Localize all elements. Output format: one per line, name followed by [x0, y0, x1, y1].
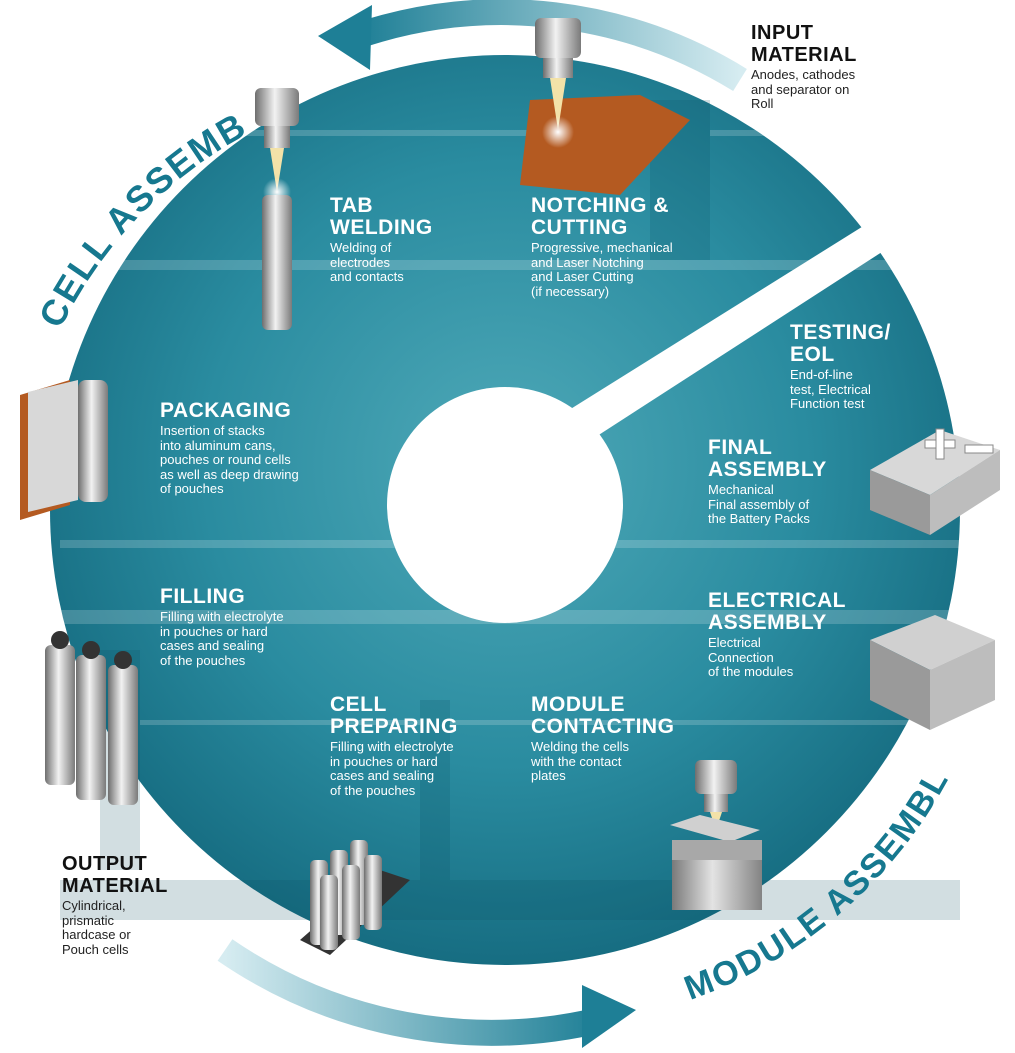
packaging-desc-line-1: Insertion of stacks [160, 423, 265, 438]
output-desc-line-2: prismatic [62, 912, 115, 928]
filling-desc-line-2: in pouches or hard [160, 623, 268, 639]
electrical-assembly-desc-line-1: Electrical [708, 635, 761, 650]
electrical-assembly-title-line-2: ASSEMBLY [708, 611, 827, 634]
filling-desc-line-1: Filling with electrolyte [160, 609, 284, 624]
tab-welding-desc-line-1: Welding of [330, 240, 392, 255]
module-contacting-desc-line-3: plates [531, 768, 566, 783]
tab-welding-desc-line-3: and contacts [330, 269, 404, 284]
module-contacting-title-line-1: MODULE [531, 693, 625, 716]
input-desc-line-3: Roll [751, 96, 774, 111]
notching-desc-line-2: and Laser Notching [531, 254, 644, 270]
electrical-module-illustration [870, 615, 995, 730]
packaging-title: PACKAGING [160, 399, 292, 422]
tab-welding-title-line-2: WELDING [330, 216, 433, 239]
output-desc-line-1: Cylindrical, [62, 898, 126, 913]
packaging-illustration [20, 380, 108, 520]
bottom-arrow-head [582, 985, 636, 1048]
notching-desc-line-4: (if necessary) [531, 283, 610, 299]
filling-desc-line-4: of the pouches [160, 652, 246, 668]
tab-welding-title-line-1: TAB [330, 194, 374, 217]
notching-title-line-2: CUTTING [531, 216, 628, 239]
cell-preparing-illustration [300, 840, 410, 955]
packaging-desc-line-5: of pouches [160, 481, 224, 496]
output-title-line-2: MATERIAL [62, 875, 168, 897]
notching-desc-line-1: Progressive, mechanical [531, 240, 673, 255]
tab-welding-desc-line-2: electrodes [330, 254, 390, 270]
cell-preparing-desc-line-1: Filling with electrolyte [330, 739, 454, 754]
filling-title: FILLING [160, 585, 246, 608]
input-desc-line-2: and separator on [751, 81, 850, 97]
testing-title-line-2: EOL [790, 343, 835, 366]
output-desc-line-3: hardcase or [62, 927, 131, 942]
electrical-assembly-desc-line-2: Connection [708, 649, 774, 665]
testing-desc-line-1: End-of-line [790, 367, 853, 382]
module-contacting-desc-line-2: with the contact [531, 753, 622, 769]
bottom-flow-arrow [217, 939, 604, 1046]
final-assembly-desc-line-2: Final assembly of [708, 496, 810, 512]
output-desc-line-4: Pouch cells [62, 941, 129, 957]
filling-desc-line-3: cases and sealing [160, 638, 265, 653]
input-title-line-1: INPUT [751, 22, 814, 44]
electrical-assembly-title-line-1: ELECTRICAL [708, 589, 846, 612]
testing-desc-line-3: Function test [790, 396, 865, 411]
top-flow-arrow [355, 0, 747, 92]
output-title-line-1: OUTPUT [62, 853, 148, 875]
electrical-assembly-desc-line-3: of the modules [708, 664, 794, 679]
packaging-desc-line-3: pouches or round cells [160, 452, 291, 467]
packaging-desc-line-4: as well as deep drawing [160, 466, 299, 482]
cell-preparing-desc-line-4: of the pouches [330, 782, 416, 798]
tab-welding-illustration [255, 88, 299, 330]
input-desc-line-1: Anodes, cathodes [751, 67, 856, 82]
cell-preparing-title-line-1: CELL [330, 693, 387, 716]
step-notching-cutting: NOTCHING &CUTTING Progressive, mechanica… [531, 195, 673, 299]
final-assembly-desc-line-3: the Battery Packs [708, 511, 810, 526]
cell-preparing-desc-line-2: in pouches or hard [330, 753, 438, 769]
notching-laser-illustration [520, 18, 690, 195]
cell-preparing-title-line-2: PREPARING [330, 715, 458, 738]
testing-desc-line-2: test, Electrical [790, 381, 871, 397]
notching-desc-line-3: and Laser Cutting [531, 269, 634, 284]
module-contacting-illustration [670, 760, 762, 910]
final-assembly-title-line-2: ASSEMBLY [708, 458, 827, 481]
testing-title-line-1: TESTING/ [790, 321, 891, 344]
filling-illustration [45, 631, 138, 805]
notching-title-line-1: NOTCHING & [531, 194, 669, 217]
battery-pack-illustration [870, 428, 1000, 535]
final-assembly-desc-line-1: Mechanical [708, 482, 774, 497]
cell-preparing-desc-line-3: cases and sealing [330, 768, 435, 783]
input-title-line-2: MATERIAL [751, 44, 857, 66]
module-contacting-title-line-2: CONTACTING [531, 715, 675, 738]
packaging-desc-line-2: into aluminum cans, [160, 437, 276, 453]
final-assembly-title-line-1: FINAL [708, 436, 773, 459]
top-arrow-head [318, 5, 372, 70]
module-contacting-desc-line-1: Welding the cells [531, 739, 630, 754]
